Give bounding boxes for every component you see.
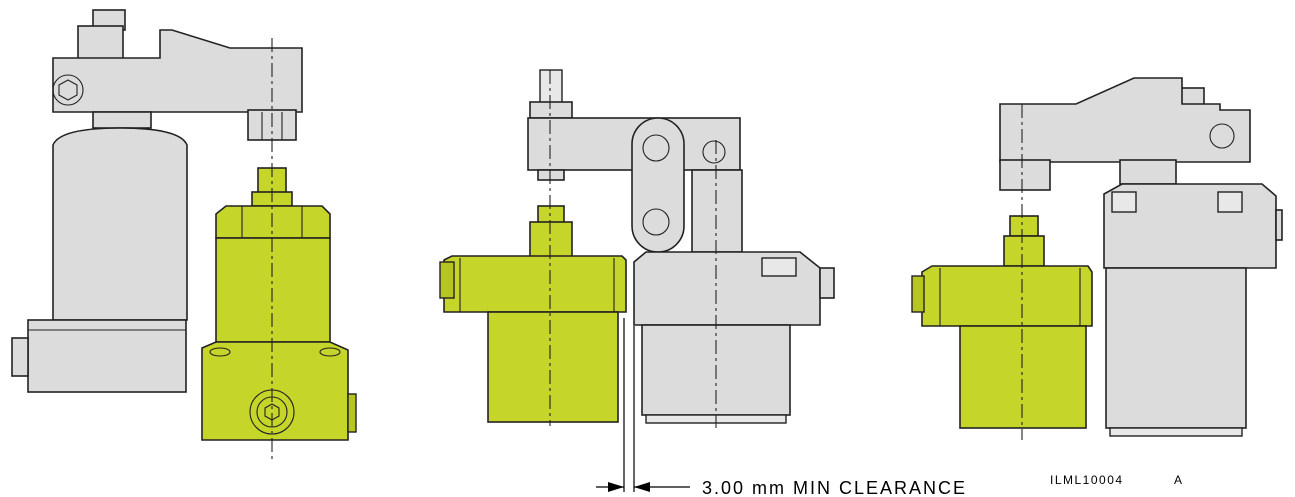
middle-yellow-clamp	[439, 205, 627, 423]
right-clamp-view	[911, 77, 1283, 440]
revision-label: A	[1174, 473, 1182, 487]
drawing-id-label: ILML10004	[1050, 473, 1124, 487]
clearance-dimension: 3.00 mm MIN CLEARANCE	[596, 318, 967, 497]
dimension-arrow-right	[634, 482, 650, 492]
dimension-arrow-left	[608, 482, 624, 492]
left-gray-clamp	[11, 9, 303, 393]
middle-clamp-view	[439, 69, 835, 428]
right-gray-clamp	[999, 77, 1283, 437]
right-yellow-clamp	[911, 215, 1093, 429]
clearance-label: 3.00 mm MIN CLEARANCE	[702, 478, 967, 497]
left-yellow-clamp	[201, 167, 357, 441]
left-clamp-view	[11, 9, 357, 462]
